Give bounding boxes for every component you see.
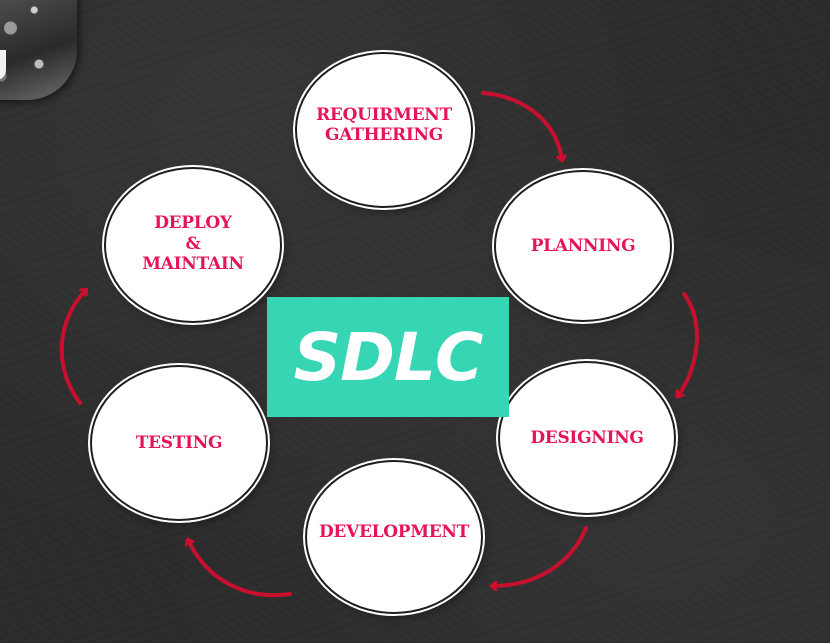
node-requirement-gathering: REQUIRMENT GATHERING	[297, 54, 471, 206]
arrow-testing-to-deploy	[59, 290, 86, 405]
node-testing: TESTING	[92, 367, 266, 519]
arrow-development-to-testing	[188, 540, 292, 597]
node-deploy-maintain: DEPLOY & MAINTAIN	[106, 169, 280, 321]
node-label-requirement-gathering: REQUIRMENT GATHERING	[316, 104, 452, 145]
node-label-designing: DESIGNING	[530, 427, 644, 448]
node-development: DEVELOPMENT	[307, 462, 481, 612]
center-title-box: SDLC	[267, 297, 509, 417]
node-designing: DESIGNING	[500, 363, 674, 513]
node-label-testing: TESTING	[135, 432, 223, 453]
node-label-development: DEVELOPMENT	[318, 521, 470, 542]
corner-decoration	[0, 0, 77, 100]
arrow-requirement-to-planning	[481, 91, 562, 160]
arrow-designing-to-development	[492, 526, 588, 586]
center-title: SDLC	[293, 318, 484, 396]
arrow-planning-to-designing	[678, 292, 699, 396]
node-planning: PLANNING	[496, 172, 670, 320]
node-label-planning: PLANNING	[530, 235, 636, 256]
node-label-deploy-maintain: DEPLOY & MAINTAIN	[142, 213, 244, 275]
